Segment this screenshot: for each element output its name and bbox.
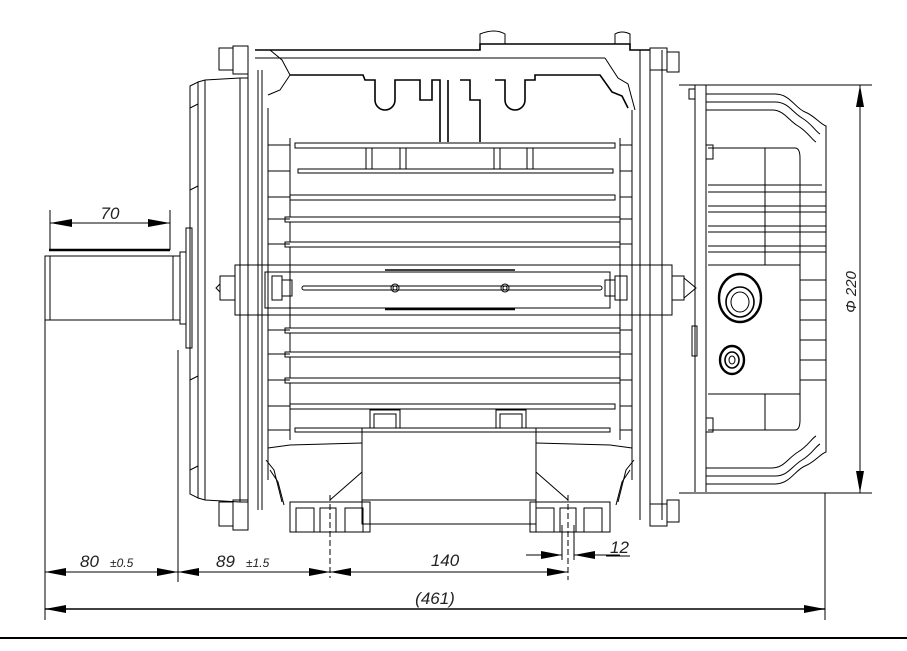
dimension-label-overall-461: (461) [415,589,455,608]
page-border-line [0,637,907,639]
drive-end-shield [189,45,263,531]
dimension-label-70: 70 [101,204,120,223]
dimension-label-80: 80 [80,552,99,571]
dimension-tolerance-89: ±1.5 [246,556,270,570]
dimension-label-12: 12 [610,538,629,557]
dimension-shaft-length: 70 [49,204,171,250]
dimension-label-140: 140 [431,551,460,570]
dimension-chain-bottom: 80 ±0.5 89 ±1.5 140 12 (461) [44,320,826,620]
cable-glands [717,272,763,376]
motor-feet [265,409,635,580]
center-band [215,264,697,316]
dimension-tolerance-80: ±0.5 [110,556,134,570]
dimension-fan-diameter: Φ 220 [825,84,872,494]
shaft [44,227,193,349]
dimension-label-89: 89 [216,552,235,571]
cooling-fins [268,142,632,433]
dimension-label-diameter-220: Φ 220 [843,270,860,312]
motor-frame [255,30,680,527]
fan-cover [679,84,827,494]
